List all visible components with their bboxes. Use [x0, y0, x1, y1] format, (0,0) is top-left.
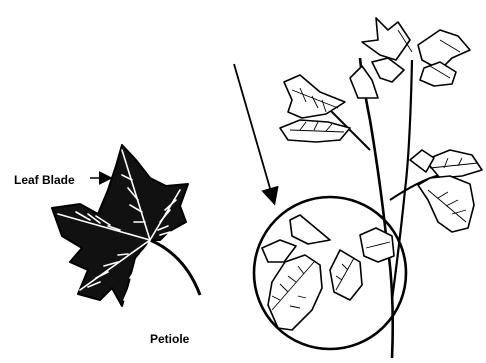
petiole-stalk: [150, 240, 200, 295]
circle-leaf-center: [330, 250, 362, 300]
top-leaf-3: [420, 62, 456, 86]
top-leaf-1: [362, 18, 410, 60]
circle-pointer-arrow: [234, 64, 274, 202]
top-leaf-4: [372, 58, 404, 82]
main-stem: [360, 58, 393, 358]
circle-leaf-large: [268, 255, 322, 330]
side-stem: [392, 60, 412, 300]
leaf-blade-label: Leaf Blade: [14, 174, 75, 186]
leaf-diagram: [52, 145, 200, 306]
right-leaf-2: [418, 176, 474, 232]
petiole-label: Petiole: [150, 333, 189, 345]
upper-left-leaf-3: [350, 66, 378, 98]
circle-leaf-top: [290, 215, 330, 244]
right-leaf-1: [425, 150, 482, 178]
circle-leaf-small: [262, 240, 296, 262]
upper-left-leaf-1: [284, 75, 345, 118]
circled-leaf-cluster: [262, 215, 394, 330]
right-leaf-3: [410, 150, 434, 172]
